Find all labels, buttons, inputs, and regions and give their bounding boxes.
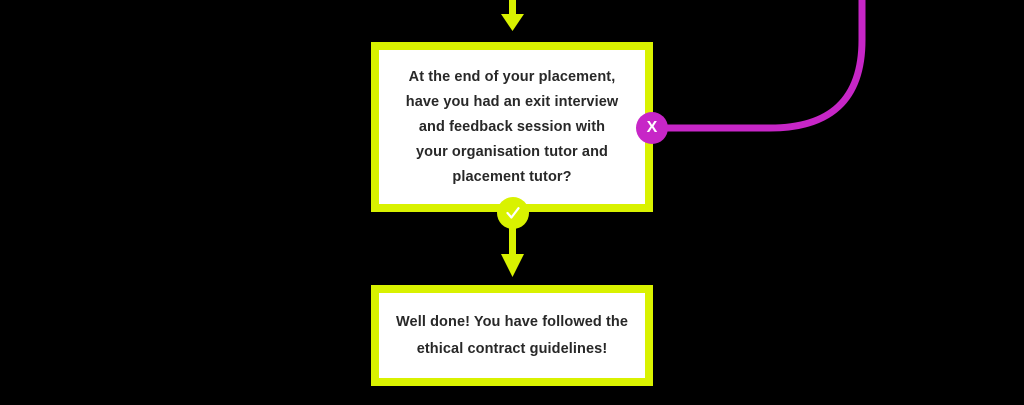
check-icon — [506, 207, 520, 219]
incoming-top-arrow — [501, 0, 524, 31]
yes-badge[interactable] — [497, 197, 529, 229]
no-branch-curve — [648, 0, 866, 132]
question-box-text: At the end of your placement, have you h… — [405, 68, 619, 185]
no-badge[interactable]: X — [636, 112, 668, 144]
no-badge-label: X — [646, 119, 658, 136]
outcome-box-text: Well done! You have followed the ethical… — [396, 313, 628, 357]
outcome-box: Well done! You have followed the ethical… — [371, 285, 653, 386]
question-box: At the end of your placement, have you h… — [371, 42, 653, 212]
